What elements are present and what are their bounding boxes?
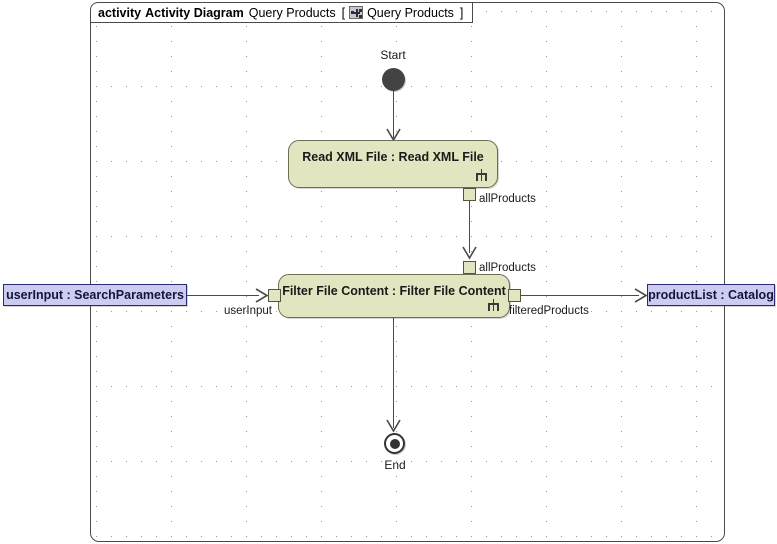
output-pin-all-products[interactable]: [463, 188, 476, 201]
object-node-user-input[interactable]: userInput : SearchParameters: [3, 284, 187, 306]
action-filter-file-content[interactable]: Filter File Content : Filter File Conten…: [278, 274, 510, 318]
output-pin-filtered-products[interactable]: [508, 289, 521, 302]
rake-icon: [475, 169, 488, 181]
frame-context-name: Query Products: [367, 5, 454, 20]
frame-diagram-type: Activity Diagram: [145, 5, 244, 20]
frame-keyword: activity: [98, 5, 142, 20]
edge-user-input-to-pin: [187, 295, 259, 296]
action-filter-file-content-label: Filter File Content : Filter File Conten…: [282, 284, 506, 298]
diagram-frame-header[interactable]: activity Activity Diagram Query Products…: [90, 2, 474, 23]
activity-icon: [349, 6, 364, 19]
end-node-label: End: [384, 458, 406, 472]
edge-filtered-to-product-list: [521, 295, 639, 296]
output-pin-filtered-products-label: filteredProducts: [509, 305, 589, 317]
edge-filter-to-end: [393, 318, 394, 428]
edge-all-products: [469, 201, 470, 253]
action-read-xml-file[interactable]: Read XML File : Read XML File: [288, 140, 498, 188]
frame-bracket-close: ]: [459, 5, 464, 20]
arrowhead-filter-to-end: [386, 419, 401, 433]
rake-icon: [487, 299, 500, 311]
activity-final-node[interactable]: [384, 433, 405, 454]
edge-start-to-read: [393, 91, 394, 138]
arrowhead-user-input-to-pin: [255, 288, 269, 303]
input-pin-user-input-label: userInput: [224, 305, 272, 317]
input-pin-all-products-label: allProducts: [479, 262, 536, 274]
input-pin-user-input[interactable]: [268, 289, 281, 302]
initial-node[interactable]: [382, 68, 405, 91]
input-pin-all-products[interactable]: [463, 261, 476, 274]
activity-diagram-frame[interactable]: [90, 2, 725, 542]
start-node-label: Start: [380, 48, 406, 62]
object-node-product-list[interactable]: productList : Catalog: [647, 284, 775, 306]
action-read-xml-file-label: Read XML File : Read XML File: [302, 150, 484, 164]
frame-bracket-open: [: [341, 5, 346, 20]
arrowhead-filtered-to-product-list: [634, 288, 648, 303]
object-node-user-input-label: userInput : SearchParameters: [6, 288, 184, 302]
output-pin-all-products-label: allProducts: [479, 193, 536, 205]
arrowhead-all-products: [462, 246, 477, 260]
frame-diagram-name: Query Products: [248, 5, 336, 20]
object-node-product-list-label: productList : Catalog: [648, 288, 774, 302]
